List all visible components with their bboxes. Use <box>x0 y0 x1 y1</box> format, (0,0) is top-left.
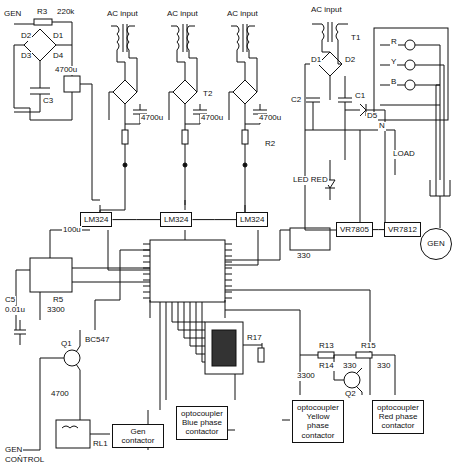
component-label: B <box>390 78 397 87</box>
component-label: Q1 <box>60 340 73 349</box>
component-label: 3300 <box>296 372 316 381</box>
node-text: Blue phase contactor <box>180 418 224 436</box>
opamp-box: LM324 <box>80 212 112 227</box>
contactor-box: optocouplerYellow phase contactor <box>292 400 344 443</box>
component-label: CONTROL <box>4 456 45 465</box>
component-label: R13 <box>318 342 335 351</box>
node-text: LM324 <box>164 215 188 224</box>
component-label: R14 <box>318 362 335 371</box>
component-label: D1 <box>310 56 322 65</box>
component-label: T1 <box>350 34 361 43</box>
node-text: optocoupler <box>376 403 420 412</box>
node-text: Gen contactor <box>116 427 160 445</box>
component-label: Q2 <box>344 390 357 399</box>
contactor-box: Gen contactor <box>112 424 164 448</box>
component-label: LED RED <box>292 176 329 185</box>
component-label: RL1 <box>92 440 109 449</box>
regulator-box: VR7812 <box>384 222 421 237</box>
component-label: 4700u <box>258 114 282 123</box>
contactor-box: optocouplerBlue phase contactor <box>176 406 228 440</box>
component-label: BC547 <box>84 336 110 345</box>
component-label: AC input <box>226 10 259 19</box>
generator-circle: GEN <box>420 228 452 260</box>
component-label: R <box>390 38 398 47</box>
wire-connector <box>373 229 384 230</box>
component-label: 4700u <box>140 114 164 123</box>
component-label: D4 <box>52 52 64 61</box>
component-label: D5 <box>366 112 378 121</box>
wire-connector <box>112 219 160 220</box>
component-label: GEN <box>3 10 22 19</box>
node-text: optocoupler <box>296 403 340 412</box>
component-label: C5 <box>4 296 16 305</box>
component-label: R2 <box>264 140 276 149</box>
node-text: optocoupler <box>180 409 224 418</box>
component-label: T2 <box>202 90 213 99</box>
component-label: C2 <box>290 96 302 105</box>
component-label: Y <box>390 58 397 67</box>
component-label: R3 <box>36 8 48 17</box>
node-text: Yellow phase contactor <box>296 412 340 440</box>
wire-connector <box>192 219 236 220</box>
component-label: 4700u <box>200 114 224 123</box>
component-label: 3300 <box>46 306 66 315</box>
component-label: R5 <box>52 296 64 305</box>
component-label: 330 <box>376 362 391 371</box>
component-label: 0.01u <box>4 306 26 315</box>
component-label: GEN <box>4 446 23 455</box>
component-label: 4700 <box>50 390 70 399</box>
component-label: LOAD <box>392 150 416 159</box>
component-label: AC input <box>106 10 139 19</box>
node-text: LM324 <box>84 215 108 224</box>
component-label: 100u <box>62 226 82 235</box>
component-label: 330 <box>296 252 311 261</box>
component-label: AC input <box>166 10 199 19</box>
node-text: GEN <box>427 239 444 248</box>
component-label: AC input <box>310 6 343 15</box>
contactor-box: optocouplerRed phase contactor <box>372 400 424 434</box>
regulator-box: VR7805 <box>336 222 373 237</box>
component-label: D2 <box>344 56 356 65</box>
component-label: N <box>378 122 386 131</box>
node-text: VR7812 <box>388 225 417 234</box>
node-text: LM324 <box>240 215 264 224</box>
component-label: 220k <box>56 8 75 17</box>
component-label: C1 <box>354 92 366 101</box>
component-label: 4700u <box>54 66 78 75</box>
component-label: C3 <box>42 97 54 106</box>
component-label: D3 <box>20 52 32 61</box>
component-label: R15 <box>360 342 377 351</box>
component-label: R17 <box>246 334 263 343</box>
component-label: D1 <box>52 32 64 41</box>
node-text: Red phase contactor <box>376 412 420 430</box>
opamp-box: LM324 <box>236 212 268 227</box>
component-label: D2 <box>20 32 32 41</box>
node-text: VR7805 <box>340 225 369 234</box>
opamp-box: LM324 <box>160 212 192 227</box>
component-label: 330 <box>342 362 357 371</box>
